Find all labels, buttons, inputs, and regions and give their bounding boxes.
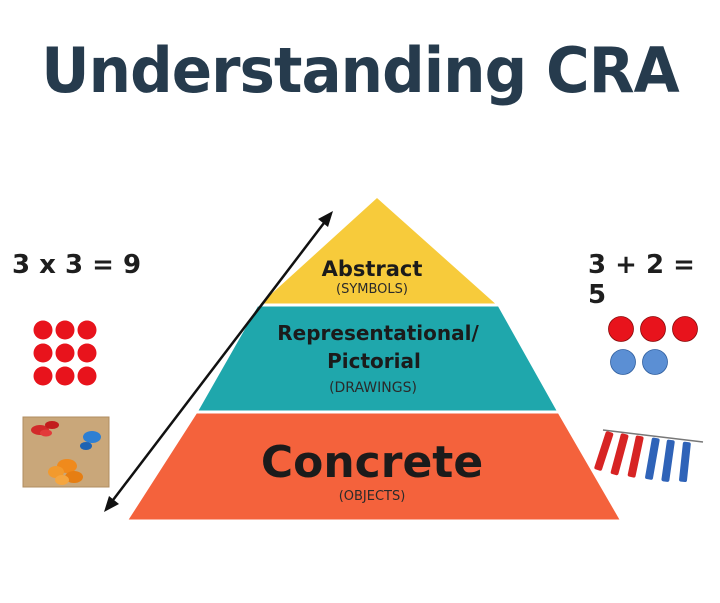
pyramid-top-layer: [253, 193, 503, 307]
blue-dots-icon: [610, 349, 668, 375]
level-abstract-sub: (SYMBOLS): [336, 282, 408, 297]
level-concrete-sub: (OBJECTS): [339, 489, 406, 504]
clothespins-icon: [594, 429, 704, 483]
level-representational-sub: (DRAWINGS): [329, 380, 417, 396]
red-dots-icon: [33, 320, 97, 386]
level-representational-title-line2: Pictorial: [327, 349, 421, 373]
counters-photo-icon: [22, 416, 110, 488]
right-equation: 3 + 2 = 5: [588, 250, 695, 310]
level-concrete-title: Concrete: [261, 437, 483, 488]
red-dots-row-icon: [608, 316, 698, 342]
level-representational-title-line1: Representational/: [277, 321, 479, 345]
left-equation: 3 x 3 = 9: [12, 250, 142, 280]
page-title: Understanding CRA: [41, 34, 679, 107]
arrow-icon: [104, 211, 333, 512]
level-abstract-title: Abstract: [322, 257, 423, 281]
